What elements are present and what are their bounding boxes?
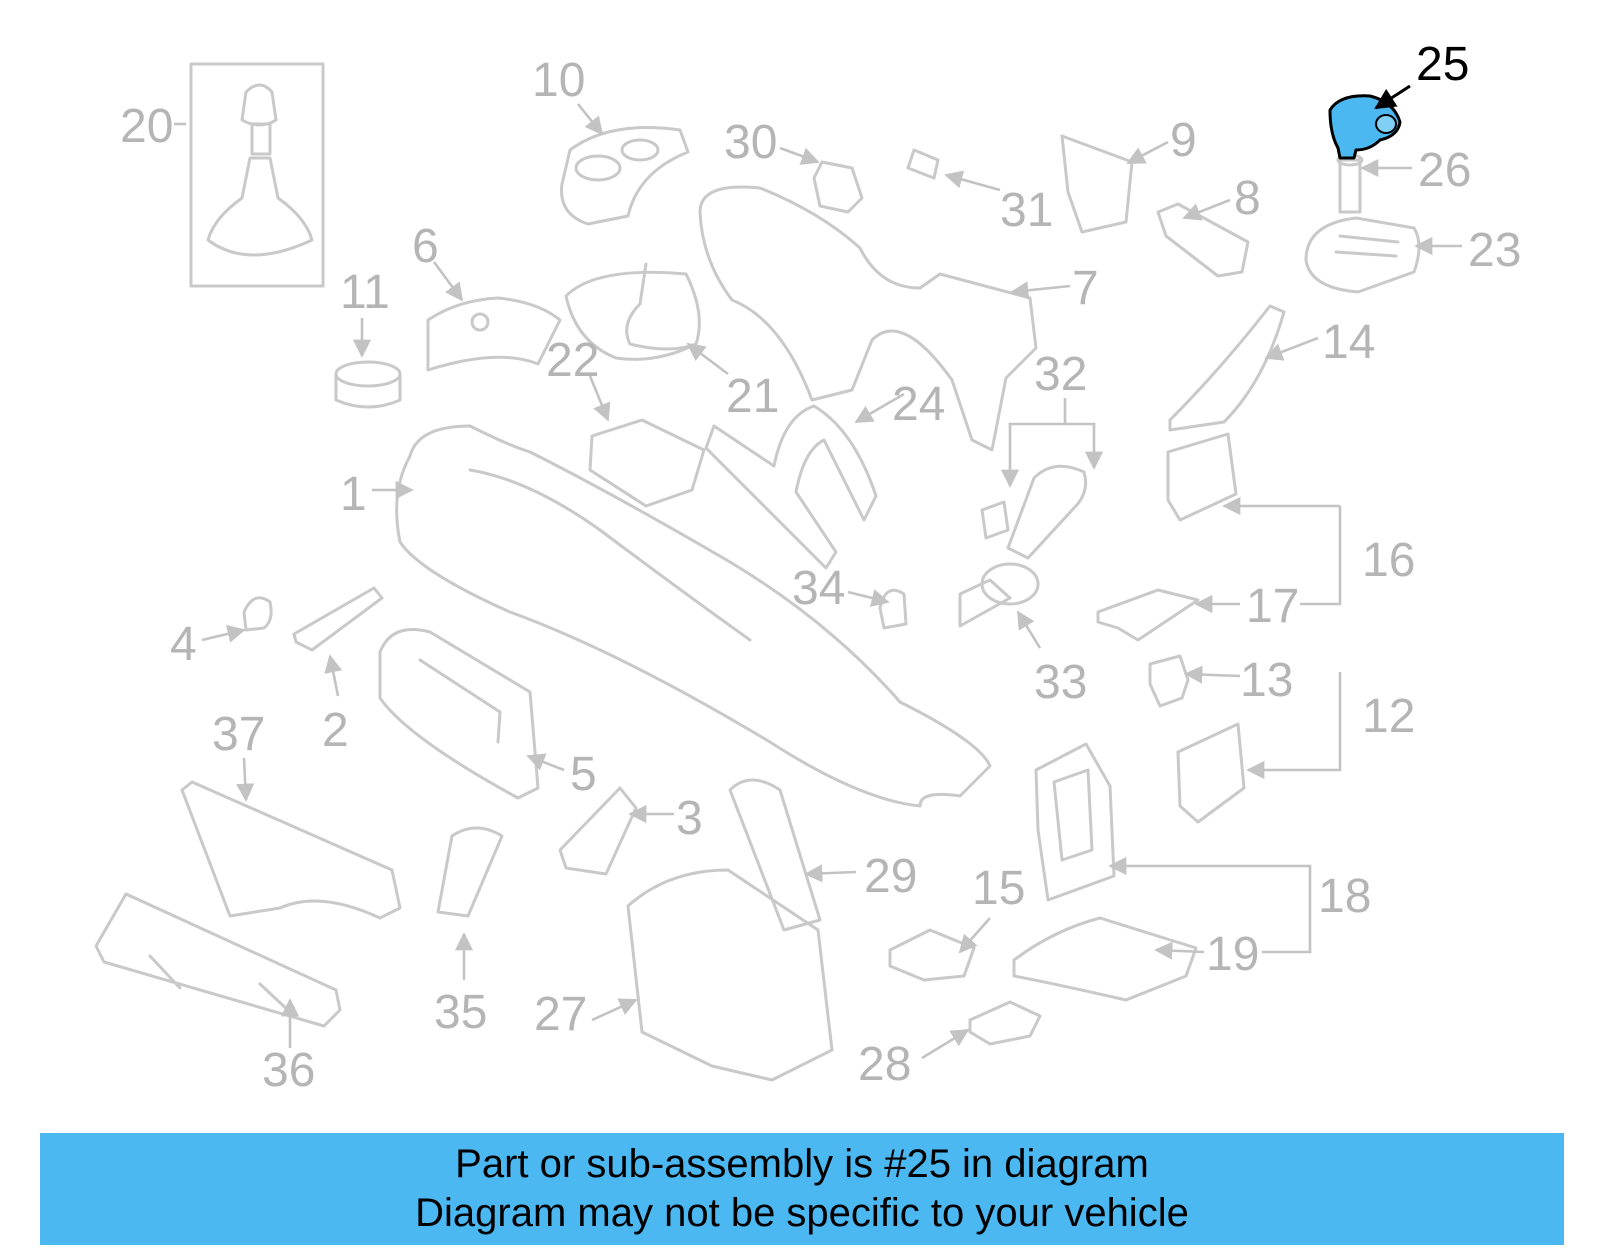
banner-line-part-number: Part or sub-assembly is #25 in diagram [455,1142,1149,1186]
part-32-lighter [980,464,1088,560]
part-5-storage-bin [378,628,540,800]
callout-19: 19 [1206,928,1259,981]
part-28-clip [968,1000,1042,1046]
part-19-tray [1012,916,1198,1002]
part-37-trim [180,780,402,920]
part-23-shift-plate [1304,216,1421,294]
callout-labels: 20 10 30 31 9 8 25 26 23 7 6 11 22 21 24… [120,38,1521,1097]
callout-32: 32 [1034,348,1087,401]
part-2-bracket [292,586,384,652]
part-16-panel [1166,432,1238,522]
callout-31: 31 [1000,184,1053,237]
part-30-switch [812,160,864,214]
part-15-pad [888,928,976,982]
part-20-shift-boot-kit [189,62,325,288]
callout-23: 23 [1468,224,1521,277]
callout-29: 29 [864,850,917,903]
part-14-trim [1168,304,1286,432]
callout-16: 16 [1362,534,1415,587]
callout-34: 34 [792,562,845,615]
part-18-panel [1034,742,1116,902]
callout-4: 4 [170,618,197,671]
part-25-shift-knob [1328,94,1402,160]
callout-37: 37 [212,708,265,761]
part-17-bracket [1096,588,1200,642]
part-4-knob [242,596,273,632]
callout-33: 33 [1034,656,1087,709]
part-8-bracket [1156,202,1250,278]
part-1-console [395,424,992,808]
part-35-socket [436,826,504,918]
callout-10: 10 [532,54,585,107]
callout-20: 20 [120,100,173,153]
callout-24: 24 [892,378,945,431]
callout-28: 28 [858,1038,911,1091]
callout-13: 13 [1240,654,1293,707]
banner-line-disclaimer: Diagram may not be specific to your vehi… [415,1191,1189,1235]
info-banner: Part or sub-assembly is #25 in diagram D… [40,1133,1564,1245]
part-22-trim-ring [588,418,706,508]
part-26-shaft [1336,153,1364,214]
part-13-switch [1148,654,1190,708]
part-34-bulb [878,588,908,630]
callout-12: 12 [1362,690,1415,743]
callout-26: 26 [1418,144,1471,197]
part-7-console-top [698,185,1038,452]
callout-15: 15 [972,862,1025,915]
part-24-frame [704,404,878,570]
callout-2: 2 [322,704,349,757]
part-31-connector [906,148,940,180]
part-27-housing [626,868,834,1082]
callout-6: 6 [412,220,439,273]
callout-14: 14 [1322,316,1375,369]
part-10-cup-holder [560,126,690,226]
part-12-panel [1176,722,1246,824]
callout-27: 27 [534,988,587,1041]
callout-8: 8 [1234,172,1261,225]
callout-1: 1 [340,468,367,521]
part-9-bracket [1060,134,1134,234]
callout-3: 3 [676,792,703,845]
part-3-bracket [558,786,638,876]
callout-7: 7 [1072,262,1099,315]
callout-22: 22 [546,334,599,387]
callout-30: 30 [724,116,777,169]
callout-21: 21 [726,370,779,423]
part-36-rail [94,892,342,1028]
callout-5: 5 [570,748,597,801]
callout-9: 9 [1170,114,1197,167]
callout-11: 11 [340,266,390,319]
callout-25: 25 [1416,38,1469,91]
callout-35: 35 [434,986,487,1039]
part-33-socket [958,562,1040,628]
part-29-handle [728,778,822,932]
callout-18: 18 [1318,870,1371,923]
part-11-cap [334,360,402,409]
part-6-cover [426,296,562,372]
callout-17: 17 [1246,580,1299,633]
callout-36: 36 [262,1044,315,1097]
leader-lines [174,84,1462,1060]
